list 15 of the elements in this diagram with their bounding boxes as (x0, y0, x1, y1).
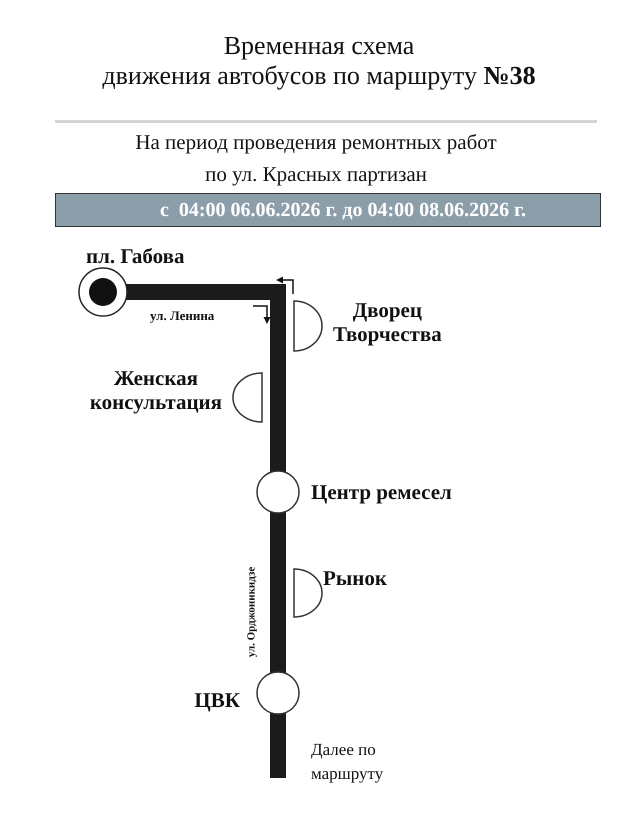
route-line (126, 284, 286, 472)
stop-name: Дворец Творчества (333, 298, 442, 346)
stop-name: ЦВК (194, 688, 240, 712)
route-line (270, 512, 286, 673)
stop-name: пл. Габова (86, 244, 184, 268)
stop-name: Центр ремесел (311, 480, 452, 504)
street-name: ул. Орджоникидзе (246, 566, 258, 658)
stop-name: Женская консультация (90, 366, 222, 414)
street-name: ул. Ленина (150, 308, 214, 324)
date-banner: с 04:00 06.06.2026 г. до 04:00 08.06.2026 г. (55, 193, 601, 227)
subtitle: На период проведения ремонтных работ по ул. Красных партизан (134, 129, 498, 188)
title: Временная схема движения автобусов по маршруту №38 (101, 31, 537, 91)
route-continuation-note: Далее по маршруту (311, 739, 384, 785)
stop-name: Рынок (323, 566, 387, 590)
route-line (270, 713, 286, 778)
